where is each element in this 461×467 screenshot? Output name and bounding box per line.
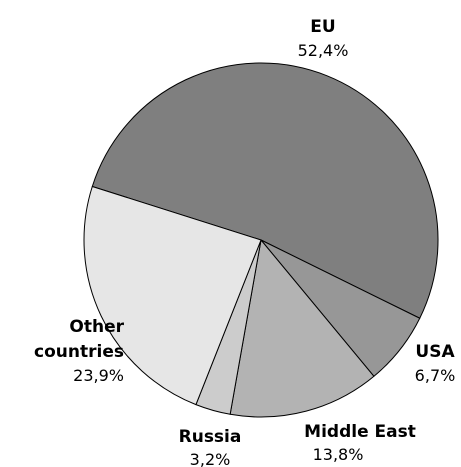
pie-slices <box>83 62 439 418</box>
pie-slice-middle-east <box>229 239 375 418</box>
slice-label-eu: EU <box>310 17 335 37</box>
slice-value-usa: 6,7% <box>415 366 456 385</box>
label-other-countries: Other countries 23,9% <box>34 317 125 385</box>
slice-label-other-line2: countries <box>34 342 124 362</box>
label-middle-east: Middle East 13,8% <box>304 422 416 464</box>
label-usa: USA 6,7% <box>415 342 456 385</box>
slice-label-other-line1: Other <box>69 317 124 337</box>
label-russia: Russia 3,2% <box>179 427 242 467</box>
pie-slice-eu <box>91 62 439 319</box>
slice-value-russia: 3,2% <box>190 450 231 467</box>
slice-label-usa: USA <box>415 342 455 362</box>
slice-value-middle-east: 13,8% <box>313 445 364 464</box>
pie-slice-other-countries <box>83 185 262 406</box>
slice-value-eu: 52,4% <box>298 41 349 60</box>
slice-label-middle-east: Middle East <box>304 422 416 442</box>
label-eu: EU 52,4% <box>298 17 349 60</box>
slice-value-other: 23,9% <box>73 366 124 385</box>
slice-label-russia: Russia <box>179 427 242 447</box>
